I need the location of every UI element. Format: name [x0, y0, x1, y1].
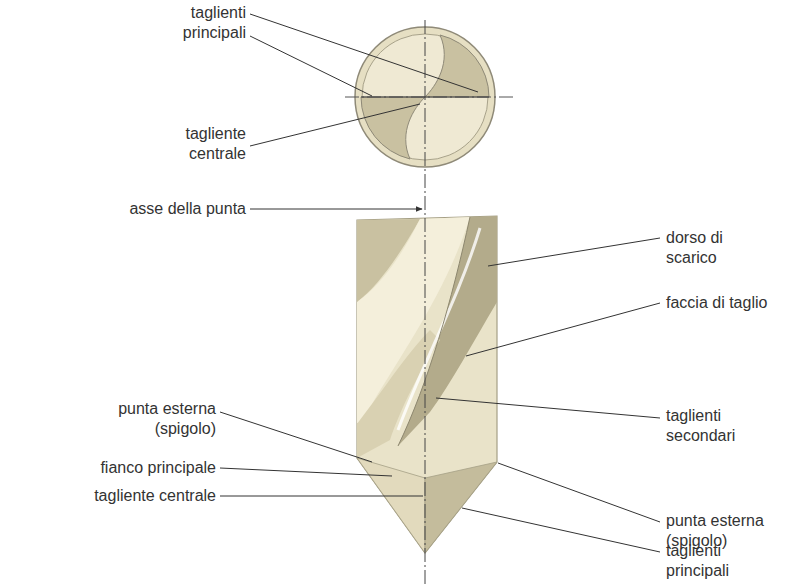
leader-lines — [220, 14, 660, 552]
part-label: tagliente centrale — [160, 124, 246, 164]
part-label: punta esterna (spigolo) — [60, 399, 216, 439]
part-label: taglienti secondari — [666, 406, 756, 446]
part-label: asse della punta — [20, 199, 246, 219]
part-label: taglienti principali — [666, 541, 756, 581]
drill-top-view — [345, 27, 515, 167]
part-label: tagliente centrale — [30, 486, 216, 506]
drill-side-view — [357, 216, 497, 553]
part-label: fianco principale — [30, 458, 216, 478]
part-label: faccia di taglio — [666, 293, 806, 313]
axis-line — [425, 20, 426, 586]
part-label: dorso di scarico — [666, 228, 754, 268]
part-label: taglienti principali — [160, 3, 246, 43]
